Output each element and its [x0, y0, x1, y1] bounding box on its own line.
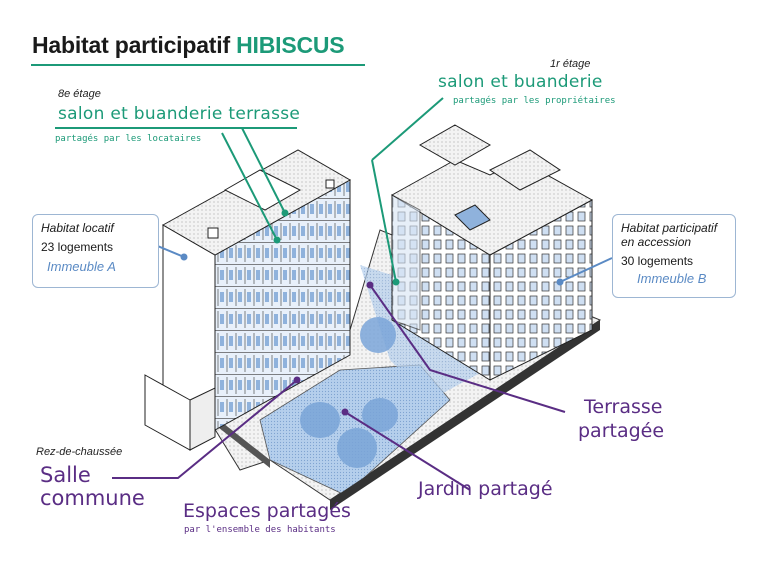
espaces-title: Espaces partagés: [183, 500, 351, 522]
terrasse-label-1: Terrasse: [584, 396, 663, 418]
building-a-name: Immeuble A: [47, 259, 116, 274]
floor8-level: 8e étage: [58, 88, 101, 100]
title-accent: HIBISCUS: [236, 32, 345, 58]
floor8-sub: partagés par les locataires: [55, 134, 202, 144]
page-title: Habitat participatif HIBISCUS: [32, 32, 345, 59]
garden-trees: [300, 317, 398, 468]
building-a: [144, 149, 352, 451]
title-main: Habitat participatif: [32, 32, 230, 58]
espaces-sub: par l'ensemble des habitants: [184, 525, 336, 535]
terrasse-label-2: partagée: [578, 420, 665, 442]
building-b-info: Habitat participatif en accession 30 log…: [612, 214, 736, 298]
building-a-info: Habitat locatif 23 logements Immeuble A: [32, 214, 159, 288]
floor1-level: 1r étage: [550, 58, 591, 70]
salle-label-1: Salle: [40, 463, 91, 487]
floor1-title: salon et buanderie: [438, 72, 603, 92]
jardin-label: Jardin partagé: [418, 478, 553, 500]
building-b-units: 30 logements: [621, 254, 694, 268]
building-a-type: Habitat locatif: [41, 221, 114, 235]
building-b-type-2: en accession: [621, 235, 692, 249]
floor8-underline: [55, 127, 297, 129]
leader-dots: [180, 209, 564, 416]
floor8-title: salon et buanderie terrasse: [58, 104, 301, 124]
ground-level: Rez-de-chaussée: [36, 446, 123, 458]
building-b-type: Habitat participatif: [621, 221, 718, 235]
floor1-sub: partagés par les propriétaires: [453, 96, 616, 106]
building-a-units: 23 logements: [41, 240, 114, 254]
leader-lines: [112, 97, 613, 491]
salle-label-2: commune: [40, 486, 145, 510]
building-b-name: Immeuble B: [637, 271, 707, 286]
building-b: [391, 124, 594, 381]
title-underline: [31, 64, 365, 66]
